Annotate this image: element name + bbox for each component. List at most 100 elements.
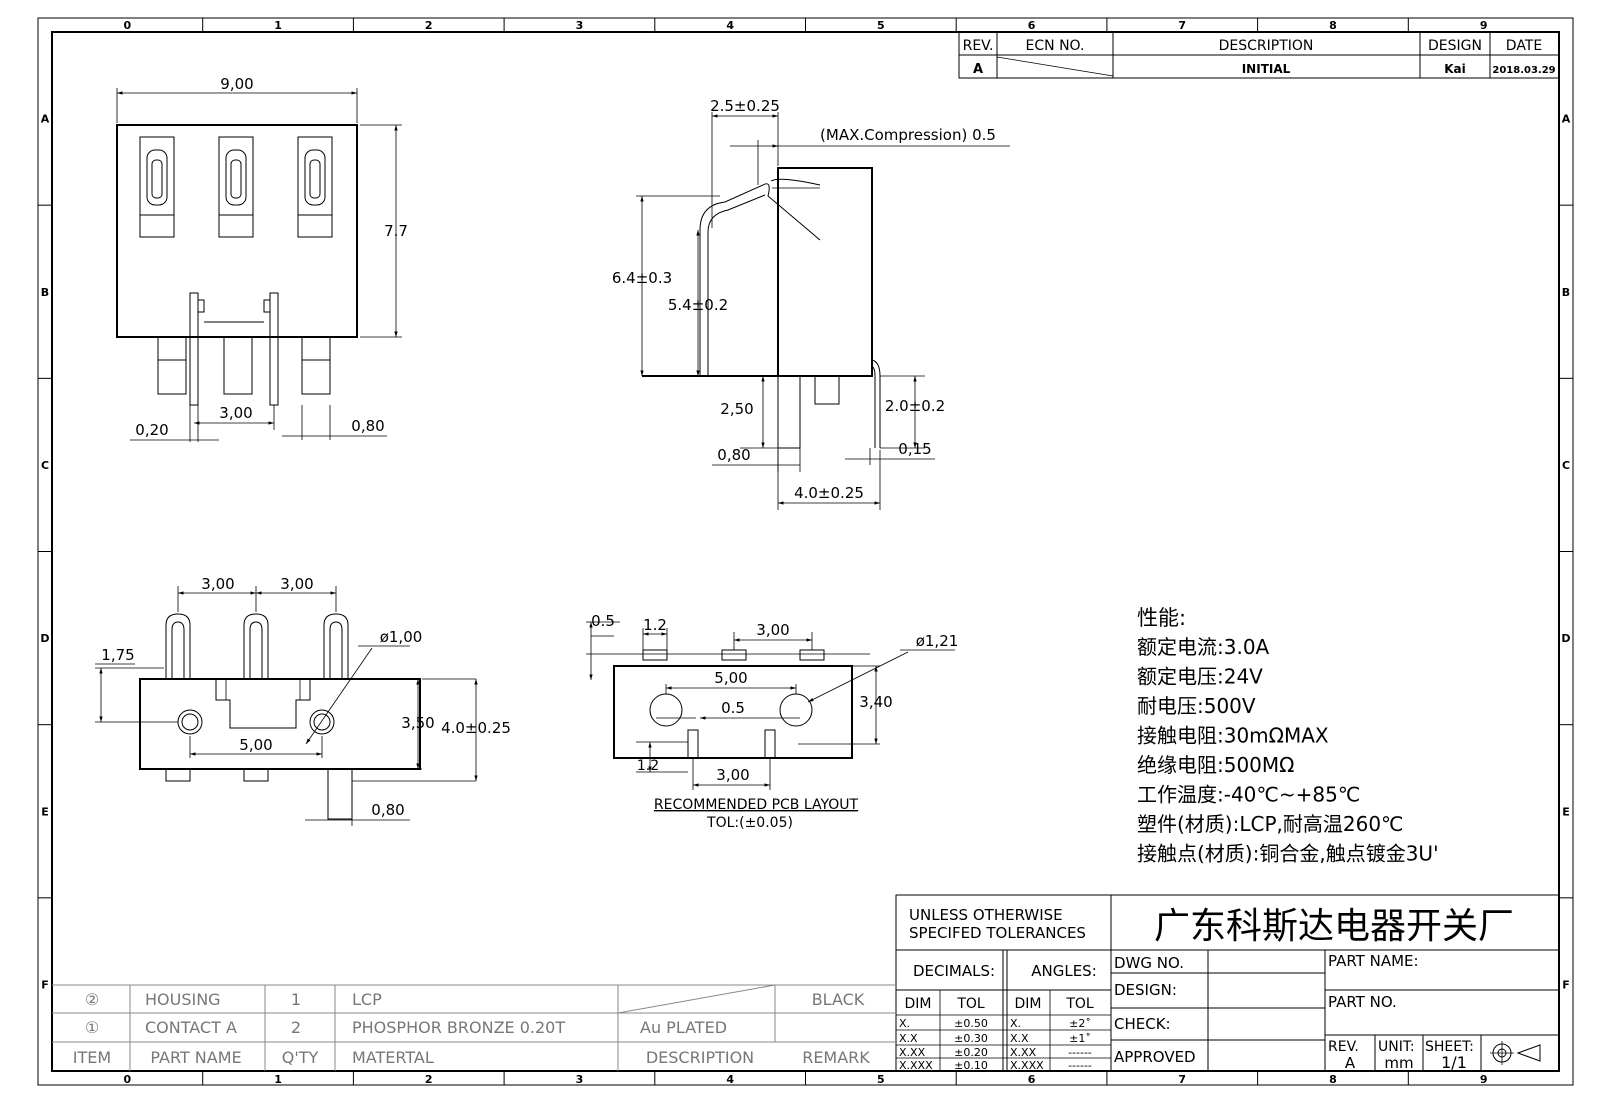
zone-left-D: D [40,632,49,645]
unit-label: UNIT: [1378,1039,1415,1055]
bom-cell-remark: BLACK [812,990,865,1009]
tolerance-title-1: UNLESS OTHERWISE [909,906,1063,924]
zone-top-4: 4 [726,19,734,32]
spec-line: 额定电压:24V [1137,665,1263,689]
decimal-dim: X.X [899,1032,918,1045]
pcb-bottom-pitch-dim: 3,00 [716,766,749,784]
pcb-layout-title: RECOMMENDED PCB LAYOUT [654,797,859,813]
decimals-dim-header: DIM [905,996,932,1012]
rev-value: A [973,62,983,77]
side-depth-dim: 4.0±0.25 [794,484,864,502]
side-peg-length-dim: 2,50 [720,400,753,418]
decimal-tol: ±0.20 [954,1046,988,1059]
zone-top-6: 6 [1028,19,1036,32]
zone-top-5: 5 [877,19,885,32]
company-name: 广东科斯达电器开关厂 [1154,906,1514,947]
zone-labels-left: A B C D E F [40,113,49,992]
pcb-pad-width-dim: 1.2 [643,616,667,634]
pcb-pad-offset-dim: 0.5 [591,612,615,630]
decimal-tol: ±0.30 [954,1032,988,1045]
zone-bottom-8: 8 [1329,1073,1337,1086]
spec-line: 额定电流:3.0A [1137,635,1270,659]
side-peg-width-dim: 0,80 [717,446,750,464]
top-pitch-dim: 3,00 [219,404,252,422]
pcb-hole-dia-dim: ø1,21 [916,632,959,650]
revision-block: REV. ECN NO. DESCRIPTION DESIGN DATE A I… [958,31,1560,79]
design-header: DESIGN [1428,38,1482,54]
angle-tol: ±2˚ [1069,1017,1091,1030]
zone-right-F: F [1562,978,1570,991]
part-no-label: PART NO. [1328,993,1397,1011]
zone-right-A: A [1562,113,1571,126]
zone-bottom-6: 6 [1028,1073,1036,1086]
ecn-header: ECN NO. [1026,38,1085,54]
angles-label: ANGLES: [1031,962,1097,980]
front-hole-dia-dim: ø1,00 [380,628,423,646]
unit-value: mm [1384,1054,1413,1072]
top-pin-width-dim: 0,20 [135,421,168,439]
bom-cell-name: CONTACT A [145,1018,237,1037]
rev-label: REV. [1328,1039,1359,1055]
bom-cell-description: Au PLATED [640,1018,727,1037]
rev-value-title: A [1345,1054,1356,1072]
front-offset-dim: 1,75 [101,646,134,664]
description-value: INITIAL [1242,62,1291,76]
bom-header-remark: REMARK [802,1048,870,1067]
bom-header-description: DESCRIPTION [646,1048,754,1067]
side-tail-thickness-dim: 0,15 [898,440,931,458]
zone-bottom-4: 4 [726,1073,734,1086]
zone-bottom-3: 3 [576,1073,584,1086]
top-width-dim: 9,00 [220,75,253,93]
design-value: Kai [1444,62,1466,76]
angles-dim-header: DIM [1015,996,1042,1012]
angle-tol: ------ [1068,1046,1092,1059]
bom-cell-item: ① [85,1018,99,1037]
front-body-height-dim: 3,50 [401,714,434,732]
spec-line: 工作温度:-40℃~+85℃ [1137,783,1360,807]
bom-cell-qty: 2 [291,1018,301,1037]
angle-dim: X.XX [1010,1046,1037,1059]
zone-bottom-7: 7 [1178,1073,1186,1086]
decimal-tol: ±0.50 [954,1017,988,1030]
pcb-hole-spacing-dim: 5,00 [714,669,747,687]
pcb-row-distance-dim: 3,40 [859,693,892,711]
specifications: 性能: 额定电流:3.0A 额定电压:24V 耐电压:500V 接触电阻:30mΩMA… [1137,606,1439,866]
zone-left-B: B [41,286,49,299]
decimal-dim: X.XXX [899,1059,933,1072]
sheet-label: SHEET: [1425,1039,1474,1055]
decimal-dim: X.XX [899,1046,926,1059]
spec-line: 绝缘电阻:500MΩ [1137,753,1294,777]
pcb-pad-height-dim: 1.2 [637,758,659,774]
zone-left-F: F [41,978,49,991]
zone-left-A: A [41,113,50,126]
bom-header-qty: Q'TY [282,1048,319,1067]
drawing-frame [37,17,1574,1086]
zone-left-E: E [41,805,49,818]
front-pitch-left-dim: 3,00 [201,575,234,593]
spec-line: 接触电阻:30mΩMAX [1137,724,1329,748]
angle-dim: X. [1010,1017,1021,1030]
approved-label: APPROVED [1114,1048,1196,1066]
date-value: 2018.03.29 [1492,65,1555,76]
bom-cell-item: ② [85,990,99,1009]
zone-top-2: 2 [425,19,433,32]
zone-left-C: C [41,459,49,472]
check-label: CHECK: [1114,1015,1171,1033]
spec-line: 耐电压:500V [1137,694,1256,718]
zone-bottom-1: 1 [274,1073,282,1086]
angle-dim: X.X [1010,1032,1029,1045]
zone-top-3: 3 [576,19,584,32]
zone-right-B: B [1562,286,1570,299]
front-pitch-right-dim: 3,00 [280,575,313,593]
part-name-label: PART NAME: [1328,952,1419,970]
decimals-tol-header: TOL [956,996,985,1012]
angle-tol: ±1˚ [1069,1032,1091,1045]
zone-right-E: E [1562,805,1570,818]
zone-top-7: 7 [1178,19,1186,32]
projection-symbol-icon [1490,1041,1541,1065]
spec-heading: 性能: [1137,606,1186,630]
